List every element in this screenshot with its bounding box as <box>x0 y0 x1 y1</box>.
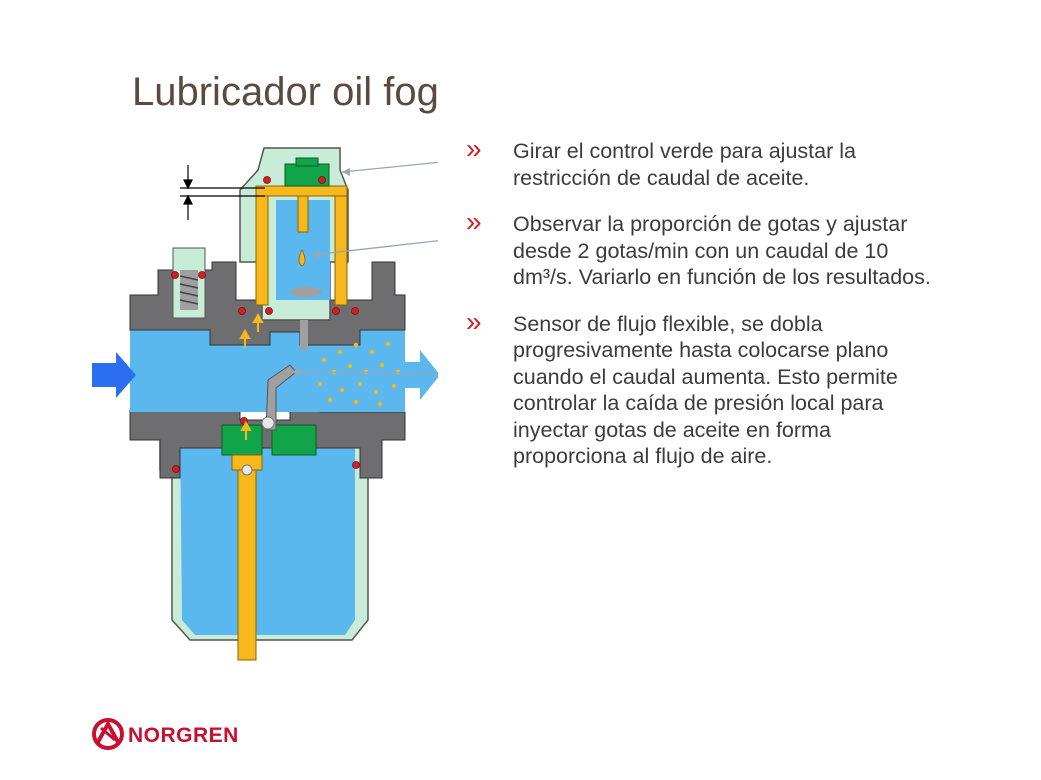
oil-bridge <box>255 185 348 197</box>
bullet-item: » Observar la proporción de gotas y ajus… <box>466 207 936 291</box>
oil-flow-arrows <box>239 312 264 440</box>
bullet-text: Sensor de flujo flexible, se dobla progr… <box>513 311 898 469</box>
ball-check <box>241 464 253 476</box>
lubricator-cross-section <box>92 147 438 661</box>
bullet-item: » Sensor de flujo flexible, se dobla pro… <box>466 306 936 470</box>
callout-leader-lines <box>291 161 438 374</box>
drop-outlet <box>300 320 308 350</box>
norgren-logo: NORGREN <box>92 718 239 750</box>
bowl-oil-chamber <box>180 430 355 635</box>
oil-tube-left <box>255 189 269 306</box>
air-inlet-arrow <box>92 352 136 398</box>
plug-spring <box>180 270 198 310</box>
bullet-marker: » <box>466 305 482 337</box>
drip-tube <box>297 195 309 233</box>
bullet-text: Girar el control verde para ajustar la r… <box>513 139 856 190</box>
oil-drop <box>298 249 306 267</box>
oil-pickup-tube <box>237 454 257 661</box>
bullet-marker: » <box>466 133 482 164</box>
oil-fog-particles <box>317 341 401 407</box>
flexible-flow-sensor <box>265 364 297 431</box>
logo-wordmark: NORGREN <box>128 724 239 747</box>
norgren-emblem-icon <box>92 718 124 750</box>
bullet-text: Observar la proporción de gotas y ajusta… <box>513 212 931 289</box>
oil-tube-right <box>334 189 348 306</box>
page-title: Lubricador oil fog <box>132 70 439 114</box>
gap-dimension-marks <box>180 165 265 220</box>
drip-cup <box>290 287 322 297</box>
air-outlet-arrow <box>402 350 438 400</box>
bullet-marker: » <box>466 206 482 237</box>
bullet-list: » Girar el control verde para ajustar la… <box>466 134 936 490</box>
bullet-item: » Girar el control verde para ajustar la… <box>466 134 936 191</box>
sight-chamber <box>276 200 330 300</box>
